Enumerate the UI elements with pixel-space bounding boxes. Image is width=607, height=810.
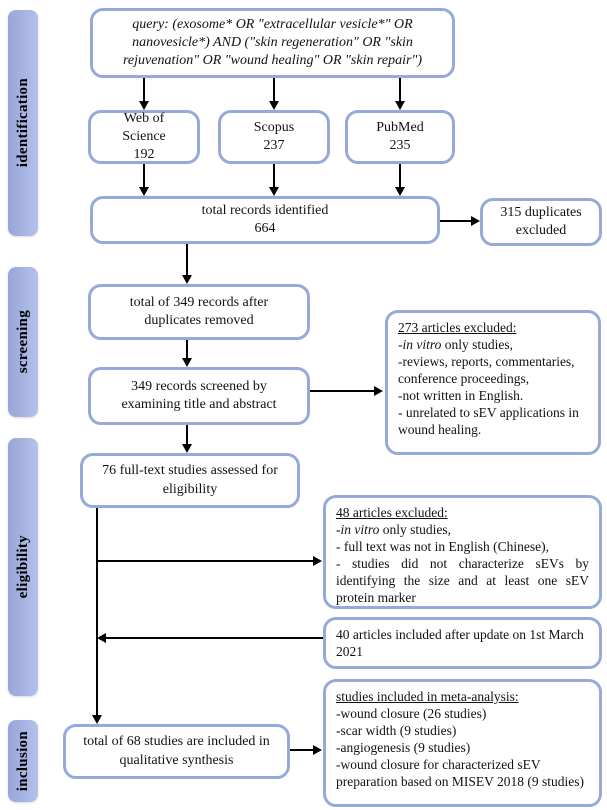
arrow-wos-to-total-head [139,187,149,196]
excluded-48-item: -in vitro only studies, [336,521,589,538]
excluded-273-box: 273 articles excluded: -in vitro only st… [385,310,601,455]
duplicates-excluded-box: 315 duplicates excluded [480,198,602,246]
excluded-273-item: -in vitro only studies, [398,336,588,353]
database-name: Web of Science [122,110,166,144]
arrow-total-to-after-head [182,275,192,284]
database-name: PubMed [376,119,424,135]
arrow-query-to-pubmed-head [395,101,405,110]
arrow-total-to-duplicates-head [471,216,480,226]
meta-analysis-item: -wound closure (26 studies) [336,706,487,721]
arrow-after-to-screened-line [186,340,188,359]
fulltext-assessed-text: 76 full-text studies assessed for eligib… [102,463,278,497]
meta-analysis-title: studies included in meta-analysis: [336,689,519,704]
arrow-total-to-duplicates-line [440,220,472,222]
in-vitro-italic: in vitro [340,522,380,537]
arrow-query-to-pubmed-line [399,78,401,102]
meta-analysis-item: -wound closure for characterized sEV pre… [336,757,584,789]
arrow-screened-to-excluded273-head [374,386,383,396]
arrow-spine-to-excluded48-head [313,556,322,566]
stage-label-inclusion: inclusion [14,730,31,792]
stage-label-screening: screening [14,310,31,374]
stage-bar-screening: screening [8,267,38,417]
arrow-fulltext-to-qualitative-head [92,715,102,724]
arrow-query-to-scopus-head [269,101,279,110]
arrow-pubmed-to-total-head [395,187,405,196]
database-count: 235 [389,138,411,153]
qualitative-synthesis-box: total of 68 studies are included in qual… [63,724,290,779]
excluded-273-item: -not written in English. [398,388,524,403]
excluded-273-title: 273 articles excluded: [398,320,517,335]
meta-analysis-item: -angiogenesis (9 studies) [336,740,471,755]
stage-bar-inclusion: inclusion [8,720,38,802]
arrow-total-to-after-line [186,244,188,276]
arrow-fulltext-to-qualitative-line [96,508,98,716]
update-included-text: 40 articles included after update on 1st… [336,627,584,659]
arrow-wos-to-total-line [143,164,145,188]
arrow-screened-to-fulltext-line [186,425,188,445]
arrow-spine-to-excluded48-line [96,560,314,562]
excluded-48-item: - full text was not in English (Chinese)… [336,539,549,554]
list-rest: only studies, [379,522,452,537]
stage-bar-eligibility: eligibility [8,438,38,696]
database-box-pubmed: PubMed 235 [345,110,455,164]
arrow-qualitative-to-meta-line [290,749,314,751]
list-dash: - [336,522,341,537]
total-records-count: 664 [254,221,276,236]
qualitative-synthesis-text: total of 68 studies are included in qual… [83,734,270,768]
database-box-scopus: Scopus 237 [218,110,330,164]
total-records-label: total records identified [201,202,329,218]
in-vitro-italic: in vitro [402,337,442,352]
arrow-query-to-wos-line [143,78,145,102]
after-duplicates-text: total of 349 records after duplicates re… [129,294,269,328]
query-box: query: (exosome* OR "extracellular vesic… [90,8,455,78]
arrow-screened-to-fulltext-head [182,444,192,453]
excluded-48-item: - studies did not characterize sEVs by i… [336,556,589,605]
records-screened-text: 349 records screened by examining title … [121,378,277,412]
arrow-qualitative-to-meta-head [313,745,322,755]
arrow-scopus-to-total-head [269,187,279,196]
excluded-273-item: -reviews, reports, commentaries, confere… [398,354,575,386]
arrow-update-to-spine-head [97,633,106,643]
database-box-web-of-science: Web of Science 192 [88,110,200,164]
database-name: Scopus [253,119,295,135]
excluded-273-item: - unrelated to sEV applications in wound… [398,405,579,437]
update-included-box: 40 articles included after update on 1st… [323,617,602,669]
meta-analysis-box: studies included in meta-analysis: -woun… [323,679,602,807]
excluded-48-title: 48 articles excluded: [336,505,448,520]
meta-analysis-item: -scar width (9 studies) [336,723,457,738]
database-count: 237 [263,138,285,153]
arrow-after-to-screened-head [182,358,192,367]
arrow-query-to-scopus-line [273,78,275,102]
list-dash: - [398,337,403,352]
duplicates-excluded-text: 315 duplicates excluded [500,204,582,238]
after-duplicates-box: total of 349 records after duplicates re… [88,284,310,340]
stage-label-eligibility: eligibility [14,535,31,599]
database-count: 192 [133,147,155,163]
total-records-box: total records identified 664 [90,196,440,244]
fulltext-assessed-box: 76 full-text studies assessed for eligib… [80,453,300,508]
stage-bar-identification: identification [8,10,38,236]
stage-label-identification: identification [14,78,31,168]
records-screened-box: 349 records screened by examining title … [88,367,310,425]
arrow-query-to-wos-head [139,101,149,110]
arrow-scopus-to-total-line [273,164,275,188]
arrow-pubmed-to-total-line [399,164,401,188]
excluded-48-box: 48 articles excluded: -in vitro only stu… [323,495,602,609]
query-text: query: (exosome* OR "extracellular vesic… [123,16,422,69]
arrow-screened-to-excluded273-line [310,390,375,392]
arrow-update-to-spine-line [106,637,323,639]
list-rest: only studies, [441,337,514,352]
